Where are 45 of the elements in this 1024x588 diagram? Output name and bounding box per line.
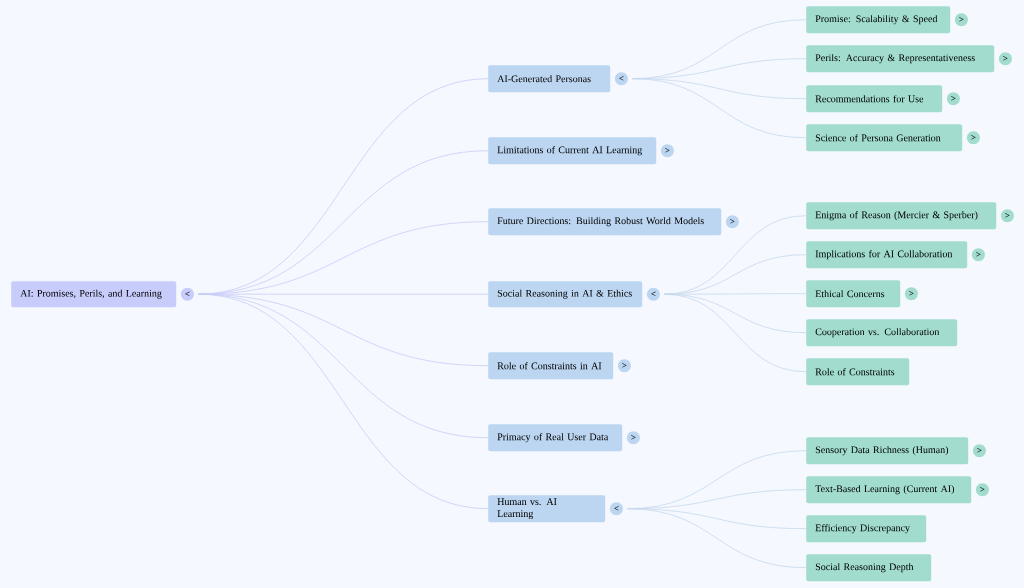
- toggle-button: >: [1000, 209, 1014, 223]
- connector: [632, 78, 807, 139]
- topic-box: Human vs. AI Learning: [488, 495, 606, 523]
- topic-box: AI-Generated Personas: [488, 65, 611, 93]
- toggle-button: <: [614, 72, 628, 86]
- topic-box: Perils: Accuracy & Representativeness: [806, 45, 995, 73]
- connector: [664, 293, 807, 373]
- toggle-button: >: [972, 444, 986, 458]
- toggle-button: >: [975, 483, 989, 497]
- toggle-button: >: [946, 92, 960, 106]
- topic-box: Cooperation vs. Collaboration: [806, 319, 958, 347]
- toggle-button: >: [998, 52, 1012, 66]
- toggle-button: >: [954, 13, 968, 27]
- toggle-button: <: [180, 287, 194, 301]
- connector: [198, 221, 489, 295]
- topic-box: Recommendations for Use: [806, 85, 943, 113]
- topic-box: Social Reasoning in AI & Ethics: [488, 281, 643, 308]
- toggle-button: >: [971, 248, 985, 262]
- topic-box: Future Directions: Building Robust World Models: [488, 208, 722, 236]
- toggle-button: <: [646, 287, 660, 301]
- topic-box: Efficiency Discrepancy: [806, 515, 927, 543]
- toggle-button: >: [966, 131, 980, 145]
- toggle-button: >: [660, 144, 674, 158]
- connector: [627, 508, 807, 569]
- topic-box: Role of Constraints: [806, 358, 910, 386]
- topic-box: Role of Constraints in AI: [488, 352, 614, 380]
- topic-box: Science of Persona Generation: [806, 124, 963, 152]
- topic-box: Social Reasoning Depth: [806, 554, 932, 582]
- toggle-button: >: [617, 359, 631, 373]
- topic-box: Sensory Data Richness (Human): [806, 437, 969, 465]
- topic-box: Text-Based Learning (Current AI): [806, 476, 972, 504]
- toggle-button: >: [725, 215, 739, 229]
- toggle-button: <: [609, 502, 623, 516]
- topic-box: Enigma of Reason (Mercier & Sperber): [806, 202, 997, 230]
- connector: [198, 150, 489, 295]
- connector: [198, 293, 489, 510]
- toggle-button: >: [904, 287, 918, 301]
- topic-box: AI: Promises, Perils, and Learning: [11, 281, 177, 308]
- topic-box: Implications for AI Collaboration: [806, 241, 968, 269]
- connector: [664, 254, 807, 295]
- topic-box: Promise: Scalability & Speed: [806, 6, 951, 34]
- topic-box: Limitations of Current AI Learning: [488, 137, 657, 165]
- toggle-button: >: [626, 431, 640, 445]
- topic-box: Primacy of Real User Data: [488, 424, 623, 452]
- topic-box: Ethical Concerns: [806, 280, 901, 308]
